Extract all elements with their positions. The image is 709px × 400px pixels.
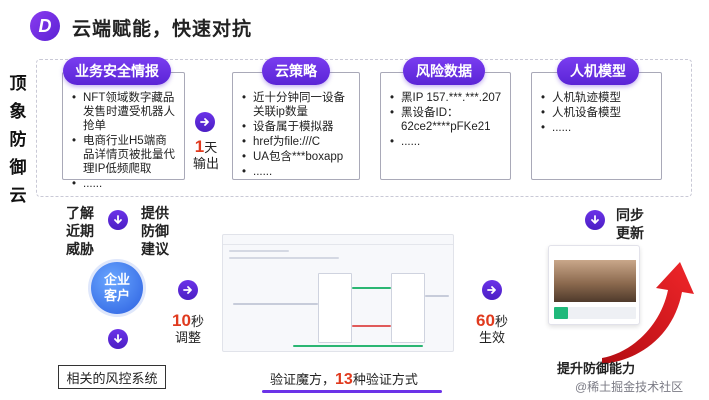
watermark: @稀土掘金技术社区	[575, 380, 684, 394]
card-risk-data: 黑IP 157.***.***.207 黑设备ID：62ce2****pFKe2…	[380, 72, 511, 180]
arrow-down-icon	[585, 210, 605, 230]
related-risk-system: 相关的风控系统	[58, 365, 166, 389]
stat-one-day: 1天 输出	[192, 137, 219, 171]
strategy-canvas-screenshot	[222, 234, 454, 352]
list-item: ......	[241, 165, 351, 179]
list-item: ......	[389, 135, 502, 149]
captcha-preview	[548, 245, 640, 325]
pill-risk-data: 风险数据	[403, 57, 485, 85]
top-dashed-area	[36, 59, 692, 197]
label-learn-threat: 了解近期威胁	[66, 205, 94, 257]
list-item: 人机设备模型	[540, 106, 653, 120]
card-cloud-strategy: 近十分钟同一设备关联ip数量 设备属于模拟器 href为file:///C UA…	[232, 72, 360, 180]
arrow-right-icon	[482, 280, 502, 300]
verification-caption: 验证魔方，13种验证方式	[270, 371, 418, 388]
pill-business-intel: 业务安全情报	[63, 57, 171, 85]
caption-underline	[262, 390, 442, 393]
list-item: NFT领域数字藏品发售时遭受机器人抢单	[71, 91, 176, 133]
list-item: 电商行业H5端商品详情页被批量代理IP低频爬取	[71, 134, 176, 176]
side-label: 顶象防御云	[9, 74, 27, 205]
label-improve-defense: 提升防御能力	[557, 361, 636, 376]
page-title: 云端赋能，快速对抗	[72, 19, 253, 40]
list-item: ......	[540, 121, 653, 135]
arrow-right-icon	[195, 112, 215, 132]
list-item: 黑IP 157.***.***.207	[389, 91, 502, 105]
list-item: UA包含***boxapp	[241, 150, 351, 164]
list-item: 设备属于模拟器	[241, 120, 351, 134]
stat-sixty-sec: 60秒 生效	[476, 311, 508, 345]
logo-icon: D	[30, 11, 60, 41]
label-provide-advice: 提供防御建议	[141, 205, 169, 257]
list-item: 黑设备ID：62ce2****pFKe21	[389, 106, 502, 134]
label-sync-update: 同步更新	[616, 207, 644, 241]
list-item: 人机轨迹模型	[540, 91, 653, 105]
pill-cloud-strategy: 云策略	[262, 57, 330, 85]
arrow-down-icon	[108, 329, 128, 349]
enterprise-customer: 企业客户	[91, 262, 143, 314]
list-item: 近十分钟同一设备关联ip数量	[241, 91, 351, 119]
arrow-right-icon	[178, 280, 198, 300]
pill-human-machine-model: 人机模型	[557, 57, 639, 85]
card-human-machine-model: 人机轨迹模型 人机设备模型 ......	[531, 72, 662, 180]
arrow-down-icon	[108, 210, 128, 230]
card-business-intel: NFT领域数字藏品发售时遭受机器人抢单 电商行业H5端商品详情页被批量代理IP低…	[62, 72, 185, 191]
list-item: href为file:///C	[241, 135, 351, 149]
stat-ten-sec: 10秒 调整	[172, 311, 204, 345]
list-item: ......	[71, 177, 176, 191]
curved-up-arrow-icon	[602, 262, 694, 364]
